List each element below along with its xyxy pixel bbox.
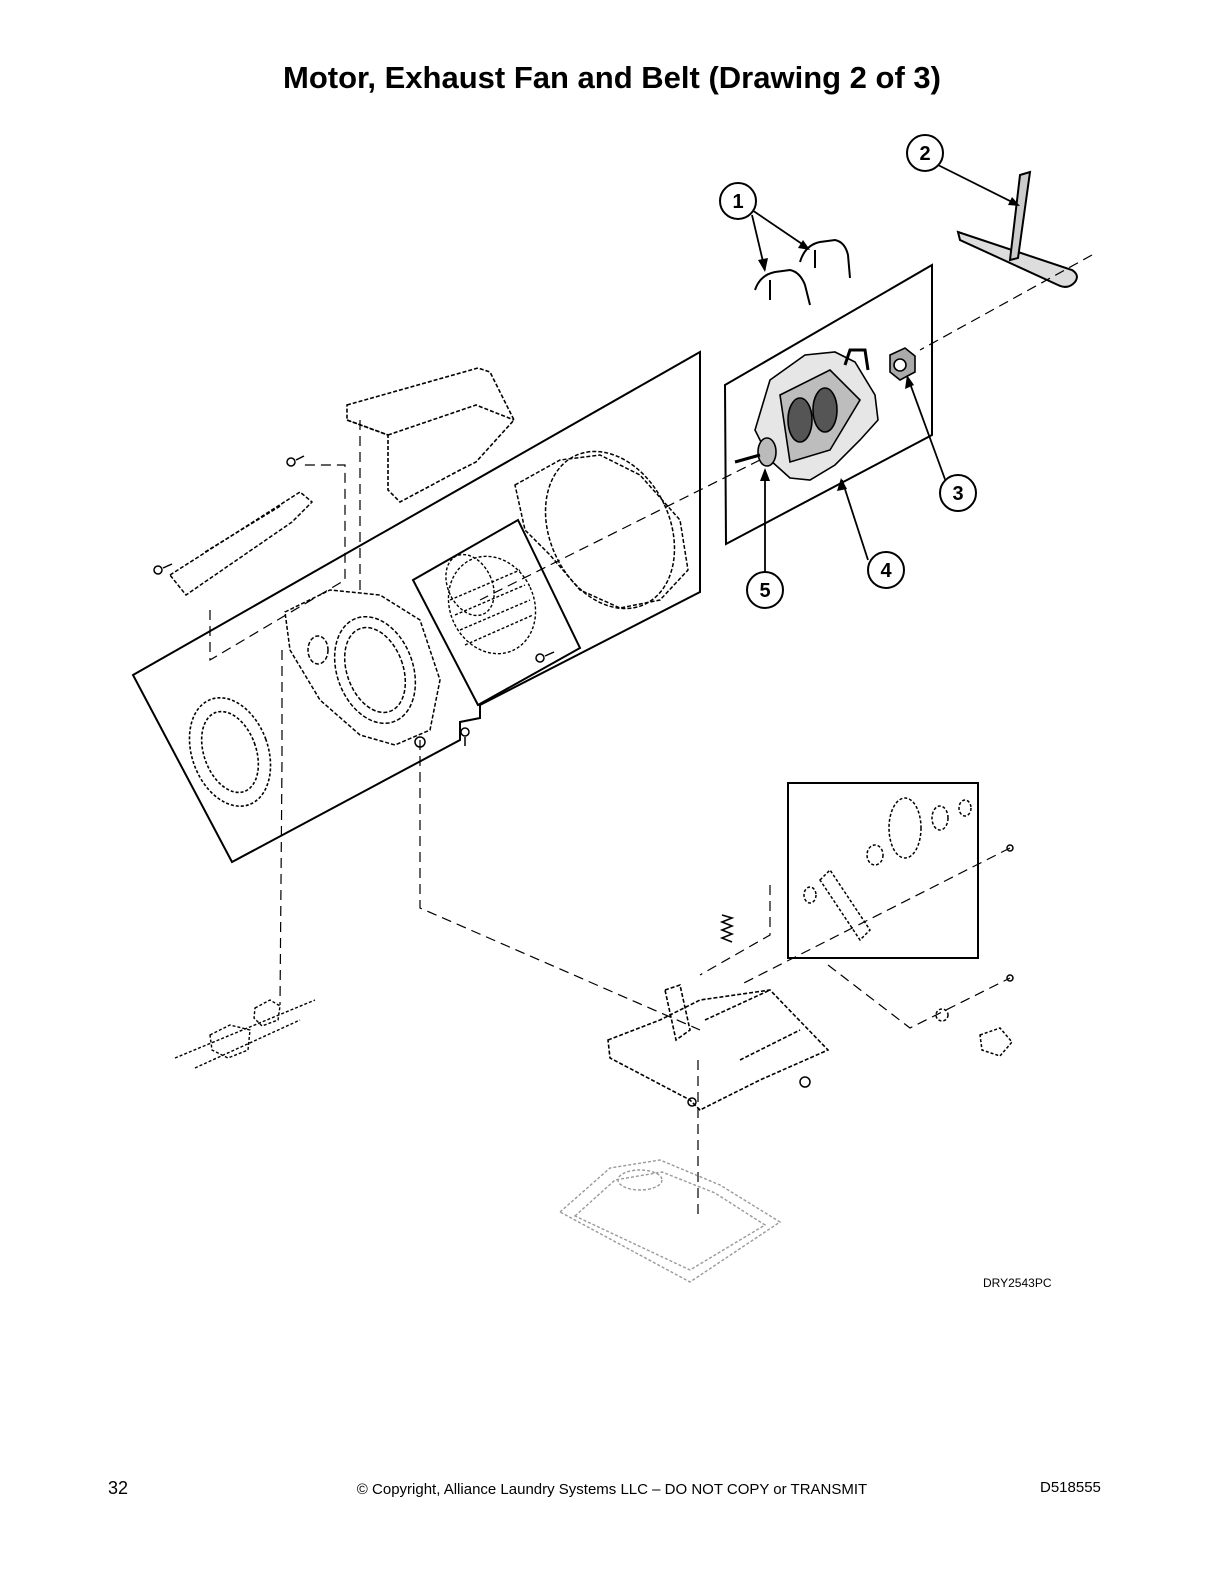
tension-spring (719, 914, 735, 943)
sensor-assembly (174, 999, 316, 1069)
idler-pulley (803, 797, 972, 942)
callout-1: 1 (719, 182, 757, 220)
callout-4-label: 4 (880, 560, 892, 582)
callout-1-label: 1 (732, 191, 743, 213)
document-number: D518555 (1040, 1479, 1101, 1496)
motor-clamps (754, 238, 851, 306)
callout-5-label: 5 (759, 580, 770, 602)
blower-housing-panel (131, 350, 701, 864)
drive-motor (754, 348, 879, 481)
shaft-centerline (479, 254, 1093, 601)
left-leader-lines (279, 650, 701, 1031)
callout-arrowheads (758, 197, 1020, 491)
callout-4: 4 (867, 551, 905, 589)
callout-3: 3 (939, 474, 977, 512)
motor-pulley (734, 437, 777, 467)
housing-inner-outline (209, 420, 361, 662)
small-screw-a (153, 455, 305, 575)
idler-nut (889, 347, 916, 381)
blower-wheel (445, 553, 537, 655)
copyright-notice: © Copyright, Alliance Laundry Systems LL… (356, 1481, 868, 1498)
drive-belt (956, 170, 1078, 288)
fan-housing (514, 450, 689, 610)
idler-leader-lines (699, 847, 1011, 1029)
duct-cover (346, 367, 515, 503)
callout-2: 2 (906, 134, 944, 172)
motor-mount-base (607, 983, 830, 1111)
cabinet-base-ghost (558, 1159, 782, 1283)
bulkhead-plate (284, 589, 441, 746)
callout-2-label: 2 (919, 143, 930, 165)
small-screw-c (535, 651, 555, 663)
page-number: 32 (108, 1478, 129, 1498)
blower-wheel-panel (411, 518, 582, 707)
seal-strip (168, 491, 314, 597)
callout-5: 5 (746, 571, 784, 609)
callout-3-label: 3 (952, 483, 963, 505)
mount-hardware (687, 844, 1014, 1107)
page-title: Motor, Exhaust Fan and Belt (Drawing 2 o… (283, 60, 941, 95)
callout-leaders (751, 164, 1019, 576)
idler-panel (787, 782, 979, 959)
front-gasket-ring (188, 696, 272, 808)
drawing-id: DRY2543PC (983, 1276, 1052, 1290)
